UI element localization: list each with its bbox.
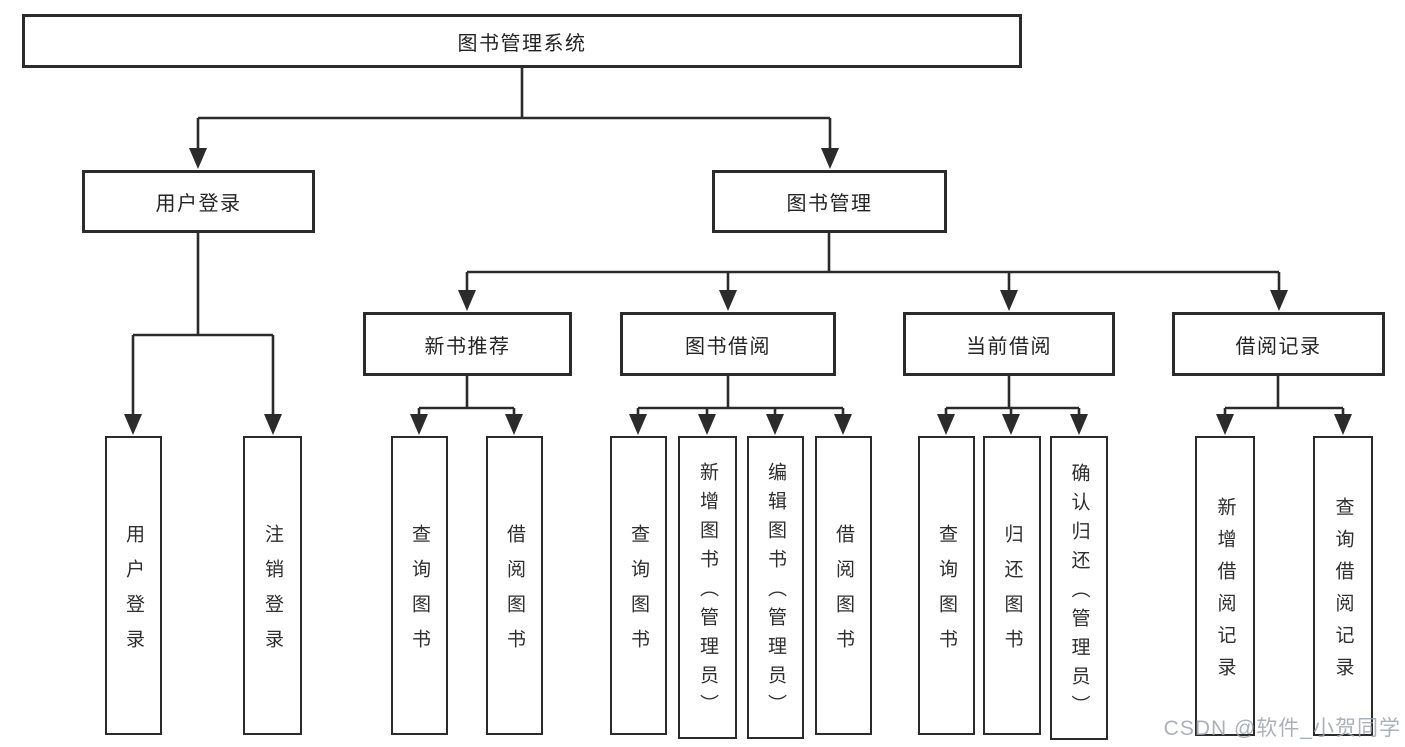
node-new-book-recommend: 新书推荐 [363,312,572,376]
leaf-borrow-books-recommend-label: 借阅图书 [504,523,525,664]
connector-book-borrow-children [636,376,845,424]
leaf-query-books-borrow: 查询图书 [610,436,667,735]
leaf-query-books-borrow-label: 查询图书 [628,523,649,664]
leaf-query-books-recommend: 查询图书 [391,436,448,735]
connector-root-to-level2 [196,68,832,152]
arrow-icon [1334,414,1352,435]
arrow-icon [458,290,476,311]
arrow-icon [821,148,839,169]
leaf-add-borrow-record: 新增借阅记录 [1195,436,1255,736]
arrow-icon [766,414,784,435]
leaf-logout: 注销登录 [243,436,302,735]
arrow-icon [629,414,647,435]
arrow-icon [937,414,955,435]
arrow-icon [1270,290,1288,311]
node-borrow-records: 借阅记录 [1172,312,1385,376]
node-book-management: 图书管理 [712,170,947,233]
node-book-management-label: 图书管理 [786,193,873,215]
leaf-add-book-admin-label: 新增图书（管理员） [697,462,718,723]
leaf-confirm-return-admin-label: 确认归还（管理员） [1068,462,1090,724]
leaf-borrow-books: 借阅图书 [815,436,872,735]
arrow-icon [505,414,523,435]
node-book-borrow: 图书借阅 [620,312,836,376]
leaf-user-login-label: 用户登录 [123,523,144,664]
arrow-icon [124,414,142,435]
arrow-icon [1000,290,1018,311]
arrow-icon [410,414,428,435]
leaf-query-books-current: 查询图书 [918,436,975,735]
arrow-icon [1002,414,1020,435]
arrow-icon [1216,414,1234,435]
arrow-icon [189,148,207,169]
leaf-add-borrow-record-label: 新增借阅记录 [1214,497,1236,689]
csdn-watermark: CSDN @软件_小贺同学 [1163,717,1401,740]
leaf-query-books-recommend-label: 查询图书 [409,523,430,664]
connector-user-login-children [131,233,275,424]
arrow-icon [834,414,852,435]
connector-new-book-children [417,376,516,424]
arrow-icon [698,414,716,435]
leaf-query-books-current-label: 查询图书 [936,523,957,664]
node-current-borrow-label: 当前借阅 [966,335,1052,358]
leaf-add-book-admin: 新增图书（管理员） [678,436,737,739]
leaf-return-book: 归还图书 [983,436,1041,735]
leaf-user-login: 用户登录 [105,436,162,735]
connector-book-mgmt-children [465,233,1281,300]
arrow-icon [719,290,737,311]
leaf-logout-label: 注销登录 [262,523,283,664]
leaf-edit-book-admin: 编辑图书（管理员） [747,436,804,739]
node-borrow-records-label: 借阅记录 [1235,335,1322,358]
leaf-confirm-return-admin: 确认归还（管理员） [1050,436,1108,740]
node-user-login-label: 用户登录 [155,193,242,215]
leaf-query-borrow-record-label: 查询借阅记录 [1332,497,1354,689]
node-root-label: 图书管理系统 [457,32,587,55]
arrow-icon [264,414,282,435]
node-book-borrow-label: 图书借阅 [685,335,771,358]
arrow-icon [1070,414,1088,435]
node-user-login: 用户登录 [82,170,315,233]
leaf-return-book-label: 归还图书 [1001,523,1023,664]
leaf-borrow-books-label: 借阅图书 [833,523,854,664]
connector-records-children [1223,376,1345,424]
leaf-query-borrow-record: 查询借阅记录 [1313,436,1373,736]
node-current-borrow: 当前借阅 [903,312,1115,376]
leaf-edit-book-admin-label: 编辑图书（管理员） [765,462,786,723]
node-root: 图书管理系统 [22,14,1022,68]
connector-paths [131,68,1345,424]
node-new-book-recommend-label: 新书推荐 [424,335,511,358]
leaf-borrow-books-recommend: 借阅图书 [486,436,543,735]
